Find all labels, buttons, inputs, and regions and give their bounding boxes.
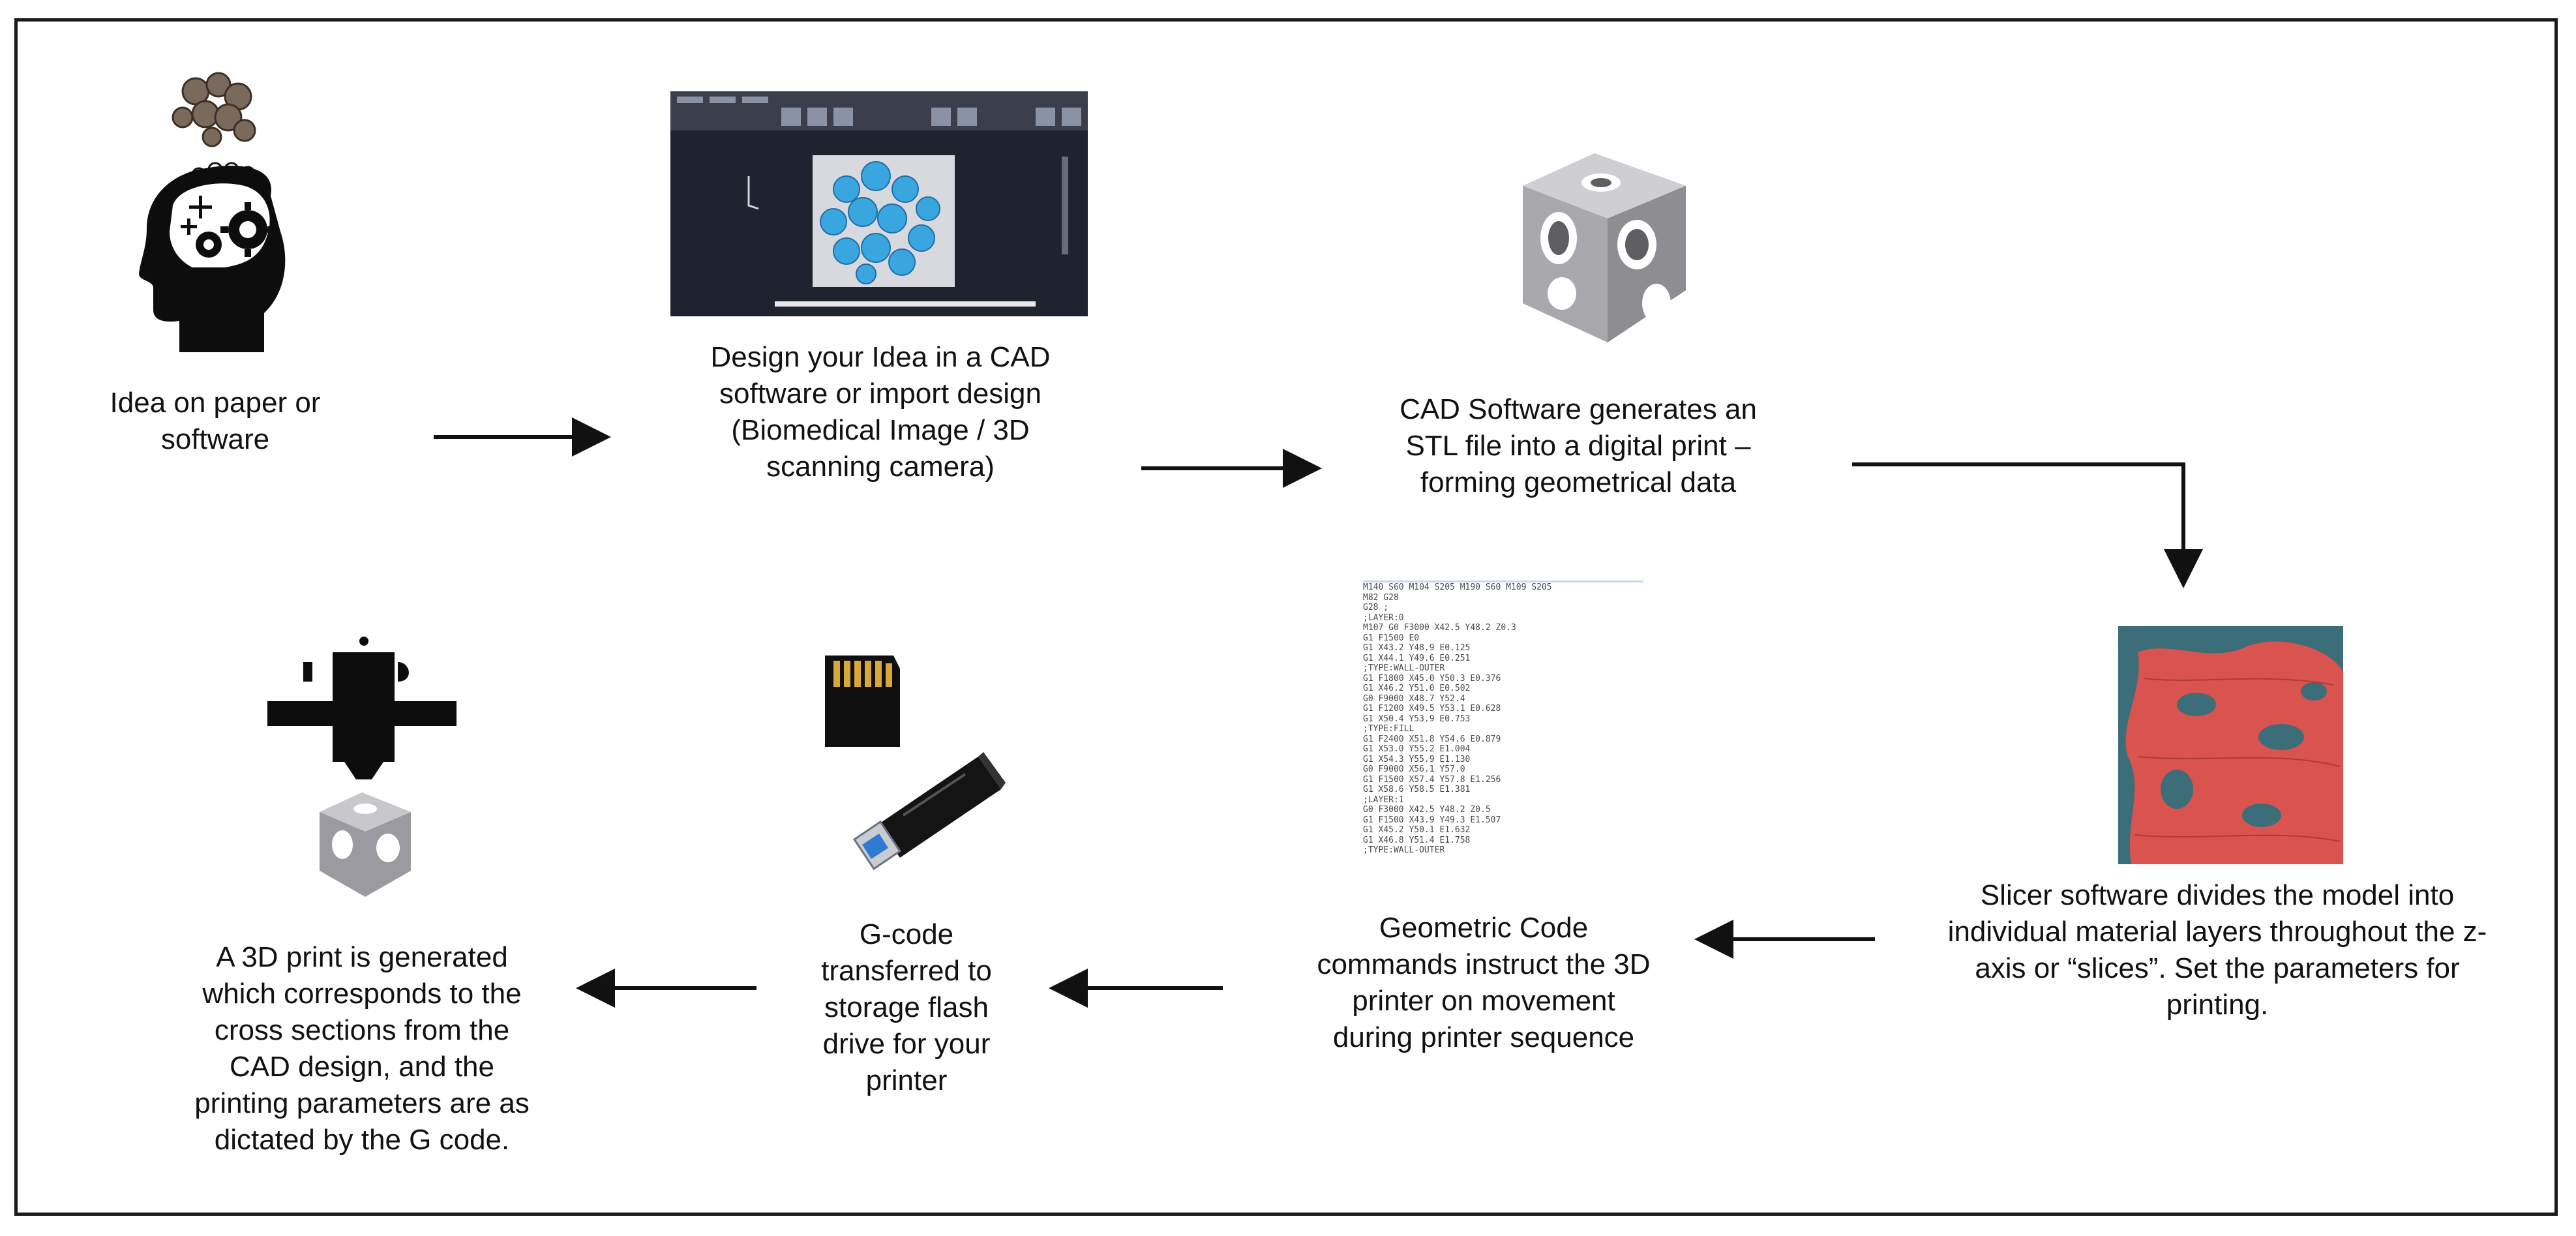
step-cad-design-label: Design your Idea in a CAD software or im… <box>710 341 1051 483</box>
printed-lattice-icon <box>320 792 411 897</box>
stl-lattice-model <box>1523 153 1686 342</box>
diagram-frame <box>14 18 2558 1216</box>
sliced-model-image <box>2118 626 2343 864</box>
usb-drive-icon <box>852 752 1006 871</box>
microsd-card-icon <box>825 656 900 747</box>
cad-software-screenshot <box>670 91 1088 316</box>
step-gcode-label: Geometric Code commands instruct the 3D … <box>1317 912 1651 1053</box>
sd-card-usb-drive-icon <box>825 656 1006 871</box>
head-gears-icon <box>139 72 286 352</box>
step-print-label: A 3D print is generated which correspond… <box>194 941 530 1156</box>
printer-nozzle-icon <box>267 637 457 897</box>
step-idea-label: Idea on paper or software <box>110 387 321 455</box>
step-stl-label: CAD Software generates an STL file into … <box>1400 393 1757 498</box>
step-transfer-label: G-code transferred to storage flash driv… <box>821 918 992 1096</box>
lattice-cube-small <box>172 72 256 147</box>
step-slicer-label: Slicer software divides the model into i… <box>1947 879 2487 1021</box>
